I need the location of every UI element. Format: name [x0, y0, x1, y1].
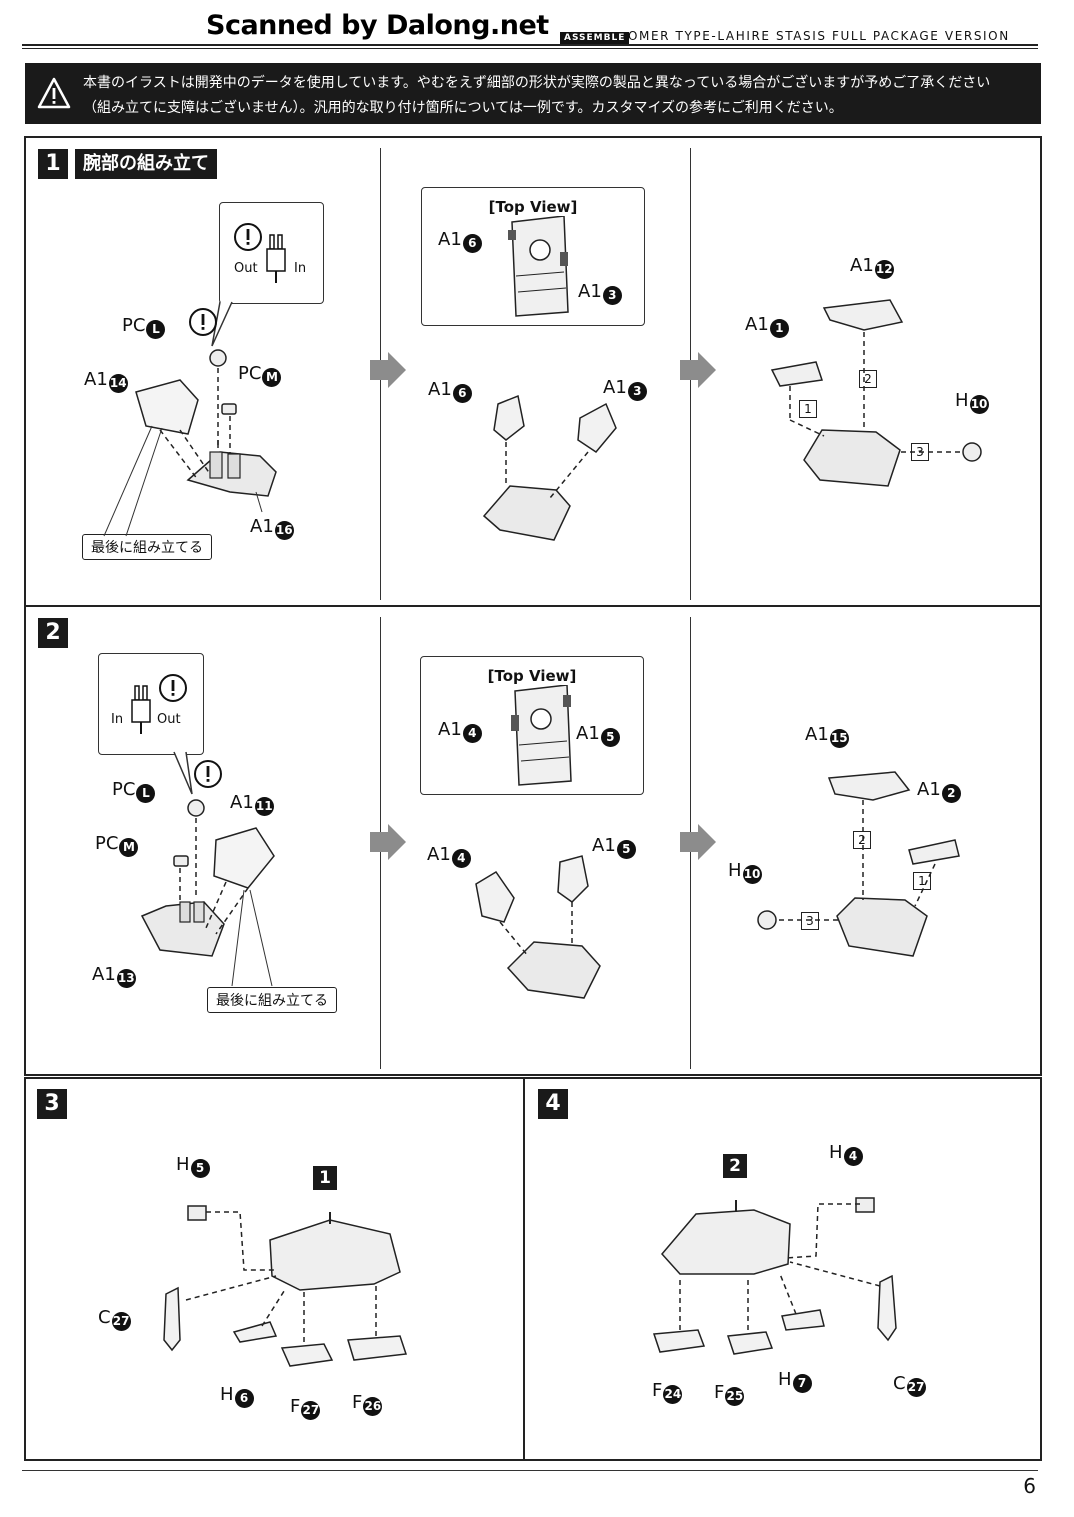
top-view-title: [Top View]: [488, 198, 578, 216]
order-step-1: 1: [913, 872, 931, 890]
footer-rule: [22, 1470, 1038, 1471]
step1-panel2-illustration: [482, 394, 617, 541]
step2-panel1-illustration: [140, 799, 275, 987]
notice-line-1: 本書のイラストは開発中のデータを使用しています。やむをえず細部の形状が実際の製品…: [83, 75, 991, 91]
step-3-number: 3: [37, 1089, 67, 1119]
caution-icon: [234, 223, 262, 251]
next-arrow-icon: [680, 824, 716, 860]
step2-panel2-illustration: [475, 855, 601, 999]
step-1-title: 腕部の組み立て: [75, 149, 217, 179]
step1-panel1-illustration: [103, 349, 277, 537]
order-step-1: 1: [799, 400, 817, 418]
callout-pointer: [211, 301, 233, 347]
header-rule: [22, 44, 1038, 46]
assemble-last-note: 最後に組み立てる: [82, 534, 212, 560]
caution-icon: [159, 674, 187, 702]
step2-panel3-illustration: [757, 771, 960, 957]
steps-3-4-frame: [24, 1077, 1042, 1461]
label-out: Out: [234, 261, 258, 276]
callout-in-out: In Out: [98, 653, 204, 755]
step1-panel3-illustration: [770, 299, 982, 487]
next-arrow-icon: [370, 824, 406, 860]
watermark-text: Scanned by Dalong.net: [206, 10, 549, 41]
top-view-title: [Top View]: [487, 667, 577, 685]
document-title: OMER TYPE-LAHIRE STASIS FULL PACKAGE VER…: [628, 29, 1010, 43]
callout-pointer: [173, 751, 193, 795]
step-divider: [24, 605, 1042, 607]
pin-icon: [266, 234, 286, 283]
order-step-3: 3: [801, 912, 819, 930]
next-arrow-icon: [680, 352, 716, 388]
label-in: In: [294, 261, 307, 276]
pin-icon: [131, 685, 151, 734]
assemble-badge: ASSEMBLE: [560, 32, 630, 44]
step-1-number: 1: [38, 149, 68, 179]
order-step-2: 2: [853, 831, 871, 849]
top-view-part: [508, 216, 569, 317]
next-arrow-icon: [370, 352, 406, 388]
reference-step-2: 2: [723, 1154, 747, 1178]
top-view-part: [511, 685, 572, 786]
label-in: In: [111, 712, 124, 727]
page-number: 6: [1023, 1474, 1036, 1498]
top-view-box: [Top View]: [420, 656, 644, 795]
notice-line-2: （組み立てに支障はございません）。汎用的な取り付け箇所については一例です。カスタ…: [83, 100, 843, 116]
header-rule-thin: [22, 48, 1038, 49]
step3-illustration: [163, 1205, 408, 1367]
caution-icon: [189, 308, 217, 336]
notice-banner: 本書のイラストは開発中のデータを使用しています。やむをえず細部の形状が実際の製品…: [25, 63, 1041, 124]
step-divider: [523, 1077, 525, 1461]
label-out: Out: [157, 712, 181, 727]
caution-icon: [194, 760, 222, 788]
order-step-2: 2: [859, 370, 877, 388]
step-2-number: 2: [38, 618, 68, 648]
step4-illustration: [652, 1197, 897, 1355]
assemble-last-note: 最後に組み立てる: [207, 987, 337, 1013]
callout-out-in: Out In: [219, 202, 324, 304]
step-4-number: 4: [538, 1089, 568, 1119]
top-view-box: [Top View]: [421, 187, 645, 326]
warning-icon: [37, 77, 71, 109]
reference-step-1: 1: [313, 1166, 337, 1190]
